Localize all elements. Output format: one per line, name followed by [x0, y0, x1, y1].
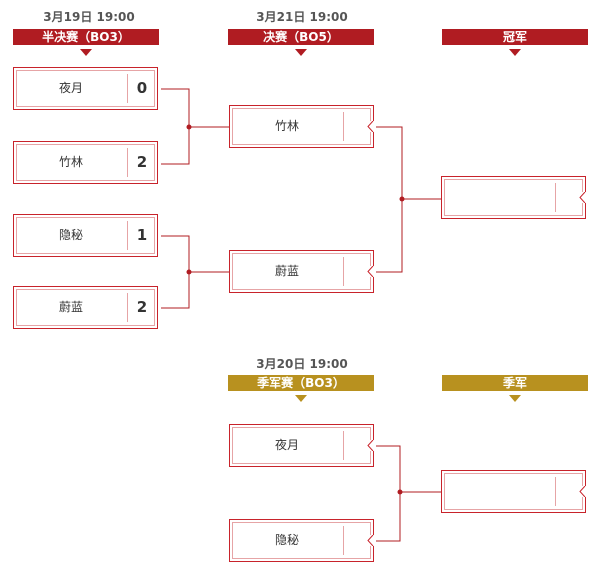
team-card-third-a[interactable]: 夜月	[229, 424, 374, 467]
third-place-date: 3月20日 19:00	[256, 357, 348, 371]
team-card-semifinal-1-a[interactable]: 夜月 0	[13, 67, 158, 110]
team-card-final-b[interactable]: 蔚蓝	[229, 250, 374, 293]
team-score: 2	[136, 298, 148, 316]
divider	[343, 526, 344, 555]
divider	[555, 477, 556, 506]
team-name: 蔚蓝	[58, 300, 83, 314]
third-place-match-header: 季军赛（BO3）	[228, 375, 374, 402]
team-card-third-b[interactable]: 隐秘	[229, 519, 374, 562]
champion-header: 冠军	[442, 29, 588, 56]
divider	[127, 221, 128, 250]
notch-icon	[367, 440, 374, 451]
third-place-header: 季军	[442, 375, 588, 402]
final-header: 决赛（BO5）	[228, 29, 374, 56]
team-name: 隐秘	[58, 228, 83, 242]
third-place-team-name	[442, 471, 556, 512]
notch-icon	[367, 535, 374, 546]
team-name: 蔚蓝	[274, 264, 299, 278]
champion-team-name	[442, 177, 556, 218]
team-score: 0	[136, 79, 148, 97]
team-score: 1	[136, 226, 148, 244]
semifinal-header: 半决赛（BO3）	[13, 29, 159, 56]
notch-icon	[579, 486, 586, 497]
notch-icon	[579, 192, 586, 203]
team-card-semifinal-1-b[interactable]: 竹林 2	[13, 141, 158, 184]
divider	[343, 112, 344, 141]
team-card-final-a[interactable]: 竹林	[229, 105, 374, 148]
team-name: 夜月	[58, 81, 83, 95]
team-score: 2	[136, 153, 148, 171]
divider	[127, 148, 128, 177]
semifinal-date: 3月19日 19:00	[43, 10, 135, 24]
team-card-semifinal-2-a[interactable]: 隐秘 1	[13, 214, 158, 257]
divider	[343, 431, 344, 460]
team-name: 竹林	[274, 119, 299, 133]
divider	[127, 74, 128, 103]
divider	[127, 293, 128, 322]
notch-icon	[367, 266, 374, 277]
champion-card[interactable]	[441, 176, 586, 219]
team-name: 竹林	[58, 155, 83, 169]
divider	[343, 257, 344, 286]
team-name: 隐秘	[274, 533, 299, 547]
third-place-card[interactable]	[441, 470, 586, 513]
team-card-semifinal-2-b[interactable]: 蔚蓝 2	[13, 286, 158, 329]
team-name: 夜月	[274, 438, 299, 452]
divider	[555, 183, 556, 212]
final-date: 3月21日 19:00	[256, 10, 348, 24]
notch-icon	[367, 121, 374, 132]
